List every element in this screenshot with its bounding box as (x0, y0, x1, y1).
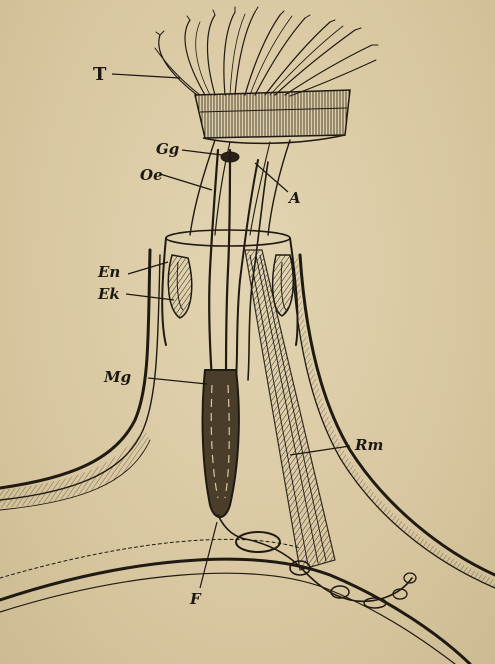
label-retractor-muscle: Rm (355, 438, 383, 453)
label-anus: A (289, 191, 301, 206)
label-endocyst: En (98, 265, 120, 280)
label-stomach: Mg (104, 370, 131, 385)
lophophore-ring (195, 90, 350, 143)
label-funiculus: F (190, 592, 201, 607)
label-ganglion: Gg (156, 142, 179, 157)
body-wall (0, 250, 495, 664)
label-tentacles: T (93, 66, 106, 84)
wall-shading (0, 258, 495, 588)
label-ectocyst: Ek (98, 287, 120, 302)
label-oesophagus: Oe (140, 168, 163, 183)
tentacle-crown (155, 7, 378, 96)
oesophagus (209, 150, 230, 380)
stomach (203, 370, 239, 517)
